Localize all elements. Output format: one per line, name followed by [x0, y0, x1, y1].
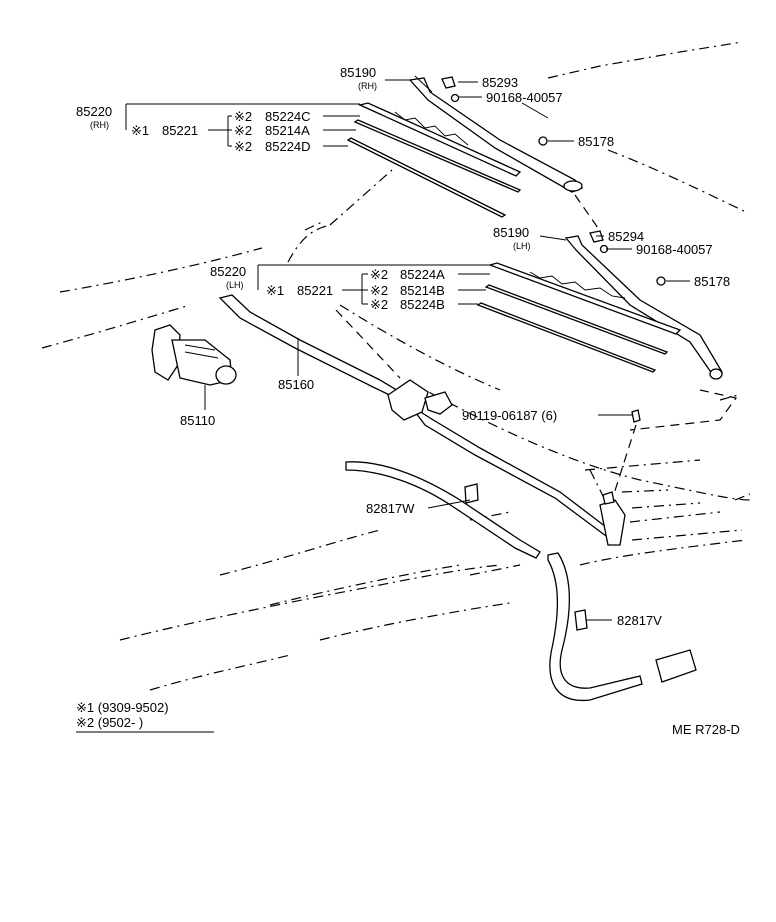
- label-90119: 90119-06187 (6): [462, 408, 557, 423]
- label-mark2-b: ※2: [234, 123, 252, 138]
- leader-lines: [76, 79, 690, 733]
- label-85294: 85294: [608, 229, 644, 244]
- note-mark2: ※2 (9502- ): [76, 715, 143, 730]
- part-labels: 85190 (RH) 85293 90168-40057 85220 (RH) …: [76, 65, 740, 737]
- label-85190-rh: 85190: [340, 65, 376, 80]
- label-85224b: 85224B: [400, 297, 445, 312]
- label-85214b: 85214B: [400, 283, 445, 298]
- rh-fasteners: [441, 76, 548, 146]
- label-85214a: 85214A: [265, 123, 310, 138]
- label-85221-lh: 85221: [297, 283, 333, 298]
- label-85224d: 85224D: [265, 139, 311, 154]
- label-85293: 85293: [482, 75, 518, 90]
- link-rod: [218, 294, 626, 546]
- wiper-motor: [151, 324, 237, 386]
- wiper-arm-lh: [564, 235, 723, 380]
- label-mark1-lh: ※1: [266, 283, 284, 298]
- diagram-code: ME R728-D: [672, 722, 740, 737]
- label-82817v: 82817V: [617, 613, 662, 628]
- label-mark2-f: ※2: [370, 297, 388, 312]
- label-mark1-rh: ※1: [131, 123, 149, 138]
- label-90168-b: 90168-40057: [636, 242, 713, 257]
- label-85221-rh: 85221: [162, 123, 198, 138]
- label-lh-1: (LH): [513, 241, 531, 251]
- label-85160: 85160: [278, 377, 314, 392]
- label-85110: 85110: [180, 413, 215, 428]
- label-85178-a: 85178: [578, 134, 614, 149]
- wiper-blade-lh: [476, 262, 682, 373]
- label-lh-2: (LH): [226, 280, 244, 290]
- wiper-arm-rh: [408, 75, 584, 193]
- label-85224c: 85224C: [265, 109, 311, 124]
- bolt-90119: [602, 409, 641, 505]
- washer-hose-82817w: [345, 461, 541, 559]
- label-mark2-d: ※2: [370, 267, 388, 282]
- label-85220-rh: 85220: [76, 104, 112, 119]
- body-outline: [41, 41, 751, 691]
- label-90168-a: 90168-40057: [486, 90, 563, 105]
- label-85224a: 85224A: [400, 267, 445, 282]
- label-rh-2: (RH): [90, 120, 109, 130]
- label-85220-lh: 85220: [210, 264, 246, 279]
- label-85190-lh: 85190: [493, 225, 529, 240]
- label-mark2-c: ※2: [234, 139, 252, 154]
- label-85178-b: 85178: [694, 274, 730, 289]
- note-mark1: ※1 (9309-9502): [76, 700, 169, 715]
- label-mark2-a: ※2: [234, 109, 252, 124]
- label-82817w: 82817W: [366, 501, 415, 516]
- wiper-blade-rh: [346, 102, 522, 218]
- washer-hose-82817v: [547, 552, 697, 702]
- label-mark2-e: ※2: [370, 283, 388, 298]
- label-rh-1: (RH): [358, 81, 377, 91]
